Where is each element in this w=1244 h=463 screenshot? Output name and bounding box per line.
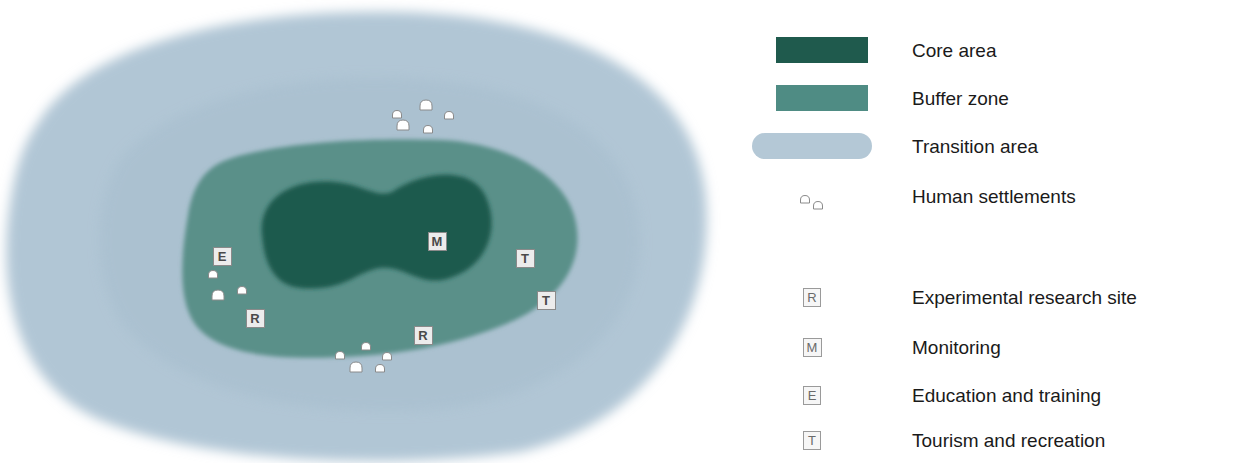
legend-text: Buffer zone bbox=[912, 89, 1009, 108]
transition-area-core-tone bbox=[99, 78, 640, 412]
legend-text: Tourism and recreation bbox=[912, 431, 1105, 450]
core-area bbox=[262, 175, 492, 289]
transition-area bbox=[6, 12, 706, 461]
activity-letter: T bbox=[521, 252, 529, 265]
human-settlement bbox=[209, 271, 247, 301]
activity-box: M bbox=[428, 232, 447, 251]
legend-symbol-letter: R bbox=[807, 291, 816, 304]
legend-text: Transition area bbox=[912, 137, 1038, 156]
activity-box: E bbox=[213, 247, 232, 266]
activity-letter: T bbox=[542, 294, 550, 307]
legend-text: Monitoring bbox=[912, 338, 1001, 357]
legend-text: Experimental research site bbox=[912, 288, 1137, 307]
human-settlement bbox=[336, 343, 392, 373]
buffer-zone bbox=[182, 139, 577, 357]
legend-swatch bbox=[776, 37, 868, 63]
legend-symbol-box: M bbox=[803, 338, 822, 357]
activity-letter: E bbox=[218, 250, 227, 263]
legend-swatch bbox=[752, 133, 872, 159]
activity-letter: M bbox=[432, 235, 443, 248]
legend-settlement-icon bbox=[801, 196, 823, 210]
activity-box: R bbox=[414, 326, 433, 345]
activity-box: R bbox=[246, 309, 265, 328]
legend-symbol-box: R bbox=[803, 288, 821, 307]
activity-box: T bbox=[516, 249, 535, 268]
activity-box: T bbox=[537, 291, 556, 310]
legend-symbol-letter: T bbox=[808, 434, 816, 447]
legend-symbol-letter: E bbox=[808, 389, 817, 402]
legend-text: Education and training bbox=[912, 386, 1101, 405]
legend-swatch bbox=[776, 85, 868, 111]
activity-letter: R bbox=[250, 312, 259, 325]
legend-text: Human settlements bbox=[912, 187, 1076, 206]
legend-symbol-box: T bbox=[803, 431, 821, 450]
human-settlement bbox=[393, 100, 454, 133]
legend-symbol-letter: M bbox=[807, 341, 818, 354]
activity-letter: R bbox=[418, 329, 427, 342]
legend-symbol-box: E bbox=[803, 386, 821, 405]
legend-text: Core area bbox=[912, 41, 997, 60]
